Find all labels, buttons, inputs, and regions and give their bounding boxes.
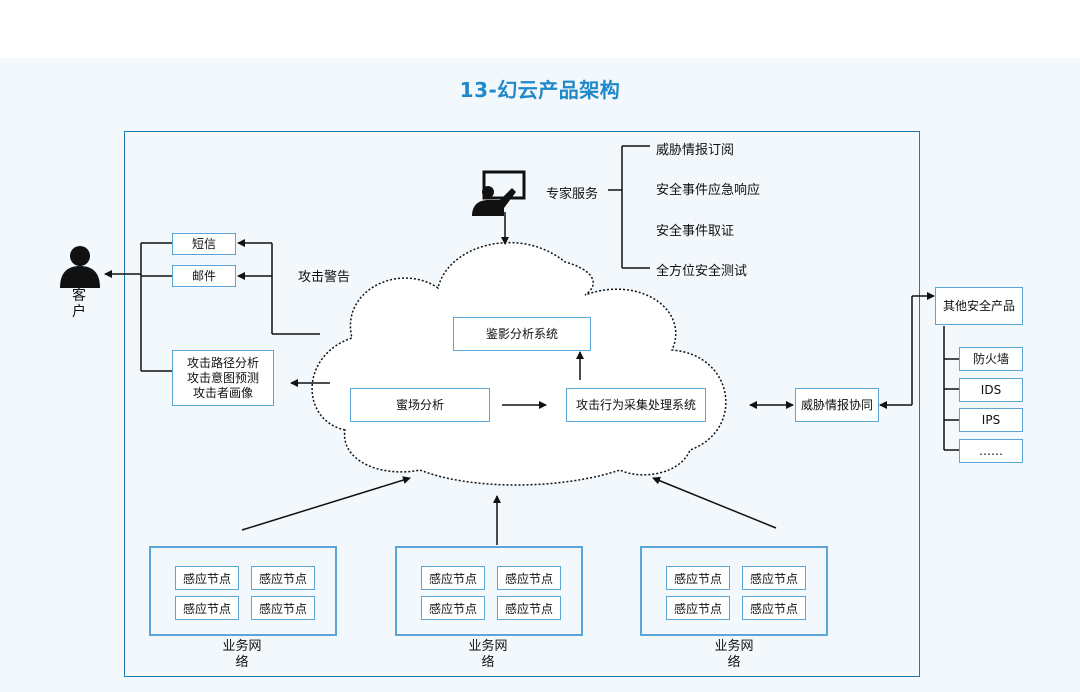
customer-label-line1: 客 xyxy=(72,288,86,304)
business-network-3: 感应节点 感应节点 感应节点 感应节点 xyxy=(640,546,828,636)
sensor-node: 感应节点 xyxy=(175,596,239,620)
business-network-2: 感应节点 感应节点 感应节点 感应节点 xyxy=(395,546,583,636)
customer-label-line2: 户 xyxy=(72,304,86,321)
sensor-node: 感应节点 xyxy=(742,596,806,620)
honeypot-analysis-box: 蜜场分析 xyxy=(350,388,490,422)
sensor-node: 感应节点 xyxy=(666,596,730,620)
network-label-line1: 业务网 xyxy=(714,639,754,654)
sensor-node: 感应节点 xyxy=(421,596,485,620)
page-title: 13-幻云产品架构 xyxy=(459,78,621,102)
business-network-2-label: 业务网 络 xyxy=(468,639,508,670)
cloud-shape xyxy=(311,241,727,486)
sms-box: 短信 xyxy=(172,233,236,255)
sensor-node: 感应节点 xyxy=(251,566,315,590)
expert-service-label: 专家服务 xyxy=(546,187,599,202)
sensor-node: 感应节点 xyxy=(251,596,315,620)
service-security-testing: 全方位安全测试 xyxy=(656,264,748,279)
ids-box: IDS xyxy=(959,378,1023,402)
sensor-node: 感应节点 xyxy=(497,596,561,620)
sensor-node: 感应节点 xyxy=(175,566,239,590)
firewall-box: 防火墙 xyxy=(959,347,1023,371)
network-label-line1: 业务网 xyxy=(222,639,262,654)
attacker-profile: 攻击者画像 xyxy=(192,385,253,400)
attack-intent-prediction: 攻击意图预测 xyxy=(186,370,259,385)
more-products-box: …… xyxy=(959,439,1023,463)
service-threat-intel-subscription: 威胁情报订阅 xyxy=(656,143,735,158)
threat-intel-collab-box: 威胁情报协同 xyxy=(795,388,879,422)
network-label-line2: 络 xyxy=(481,654,495,670)
network-label-line2: 络 xyxy=(727,654,741,670)
expert-presenter-icon xyxy=(472,170,526,216)
other-products-box: 其他安全产品 xyxy=(935,287,1023,325)
attack-collector-box: 攻击行为采集处理系统 xyxy=(566,388,706,422)
business-network-3-label: 业务网 络 xyxy=(714,639,754,670)
service-incident-response: 安全事件应急响应 xyxy=(656,183,761,198)
attack-alert-label: 攻击警告 xyxy=(298,270,351,285)
sensor-node: 感应节点 xyxy=(666,566,730,590)
email-box: 邮件 xyxy=(172,265,236,287)
attack-analysis-box: 攻击路径分析 攻击意图预测 攻击者画像 xyxy=(172,350,274,406)
sensor-node: 感应节点 xyxy=(421,566,485,590)
network-label-line1: 业务网 xyxy=(468,639,508,654)
customer-label: 客 户 xyxy=(72,288,86,320)
business-network-1: 感应节点 感应节点 感应节点 感应节点 xyxy=(149,546,337,636)
ips-box: IPS xyxy=(959,408,1023,432)
forensics-system-box: 鉴影分析系统 xyxy=(453,317,591,351)
sensor-node: 感应节点 xyxy=(497,566,561,590)
service-incident-forensics: 安全事件取证 xyxy=(656,224,735,239)
customer-person-icon xyxy=(60,246,100,288)
business-network-1-label: 业务网 络 xyxy=(222,639,262,670)
sensor-node: 感应节点 xyxy=(742,566,806,590)
attack-path-analysis: 攻击路径分析 xyxy=(186,355,259,370)
network-label-line2: 络 xyxy=(235,654,249,670)
